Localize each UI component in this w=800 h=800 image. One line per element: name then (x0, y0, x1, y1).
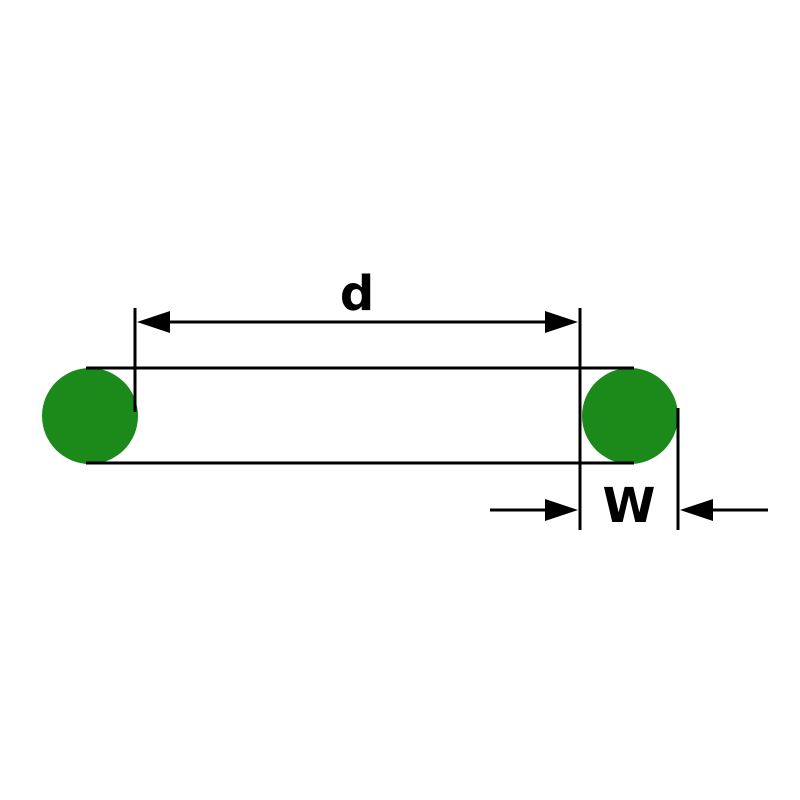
w-arrowhead-right-icon (680, 499, 713, 521)
cross-section-width-label: W (603, 478, 656, 534)
d-arrowhead-left-icon (137, 311, 170, 333)
inner-diameter-label: d (340, 266, 374, 322)
d-arrowhead-right-icon (545, 311, 578, 333)
w-arrowhead-left-icon (545, 499, 578, 521)
oring-cross-sections (42, 368, 678, 464)
diagram-arrowheads (137, 311, 713, 521)
diagram-lines (86, 308, 768, 530)
oring-right-cross-section-circle (582, 368, 678, 464)
oring-left-cross-section-circle (42, 368, 138, 464)
